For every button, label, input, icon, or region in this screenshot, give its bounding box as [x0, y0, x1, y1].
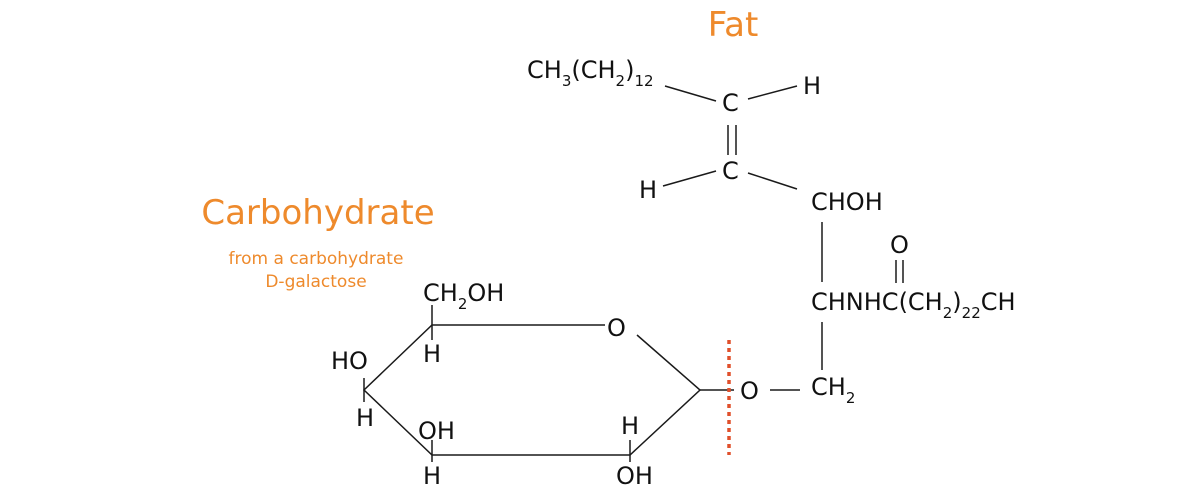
carbon-bottom-label: C	[722, 157, 739, 185]
ring-oxygen-label: O	[607, 314, 626, 342]
hydrogen-top-label: H	[803, 72, 821, 100]
c5-hydrogen-label: H	[423, 340, 441, 368]
c2-hydrogen-label: H	[621, 412, 639, 440]
hydrogen-bottom-label: H	[639, 176, 657, 204]
carbon-to-choh-bond	[747, 172, 798, 190]
c4-hydroxyl-label: HO	[331, 347, 368, 375]
c3-hydroxyl-label: OH	[418, 417, 455, 445]
ch2-label: CH2	[811, 373, 855, 407]
c4-hydrogen-label: H	[356, 404, 374, 432]
c2-hydroxyl-label: OH	[616, 462, 653, 490]
carbon-top-label: C	[722, 89, 739, 117]
alkyl-chain-label: CH3(CH2)12	[527, 56, 654, 90]
galactose-ring	[362, 324, 702, 456]
ch2oh-label: CH2OH	[423, 279, 504, 313]
carbonyl-oxygen-label: O	[890, 231, 909, 259]
carbon-to-hydrogen-bond-bottom	[662, 170, 717, 187]
carbohydrate-title: Carbohydrate	[201, 193, 434, 233]
amide-chain-label: CHNHC(CH2)22CH	[811, 288, 1016, 322]
carbohydrate-subtitle-line2: D-galactose	[265, 272, 366, 292]
choh-label: CHOH	[811, 188, 883, 216]
carbon-to-hydrogen-bond-top	[747, 85, 798, 100]
chain-to-carbon-bond	[664, 85, 717, 102]
glycosidic-oxygen-label: O	[740, 377, 759, 405]
c3-hydrogen-label: H	[423, 462, 441, 490]
fat-title: Fat	[708, 5, 759, 45]
carbohydrate-subtitle-line1: from a carbohydrate	[229, 249, 404, 269]
